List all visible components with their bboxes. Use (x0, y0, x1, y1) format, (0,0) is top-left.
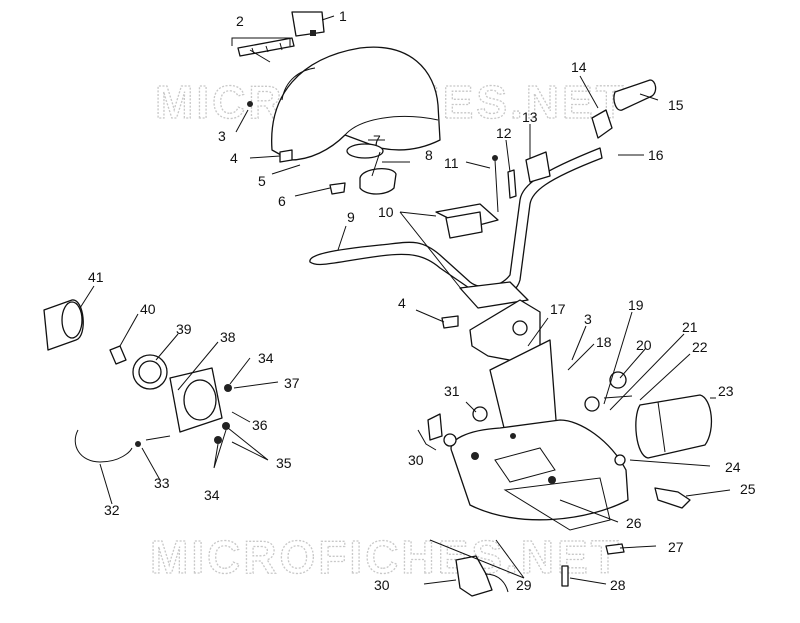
callout-12: 12 (496, 125, 512, 141)
callout-labels: 1 2 3 4 5 6 7 8 9 10 11 12 13 14 15 16 1… (88, 8, 756, 593)
callout-38: 38 (220, 329, 236, 345)
callout-3b: 3 (584, 311, 592, 327)
callout-16: 16 (648, 147, 664, 163)
callout-3a: 3 (218, 128, 226, 144)
callout-20: 20 (636, 337, 652, 353)
callout-25: 25 (740, 481, 756, 497)
callout-1: 1 (339, 8, 347, 24)
lower-housing (427, 299, 629, 531)
leader-lines (79, 15, 731, 585)
callout-24: 24 (725, 459, 741, 475)
callout-17: 17 (550, 301, 566, 317)
callout-26: 26 (626, 515, 642, 531)
callout-18: 18 (596, 334, 612, 350)
watermark-bottom: MICROFICHES.NET (150, 531, 622, 583)
headlight-pod (237, 11, 441, 195)
callout-8: 8 (425, 147, 433, 163)
callout-5: 5 (258, 173, 266, 189)
callout-13: 13 (522, 109, 538, 125)
callout-31: 31 (444, 383, 460, 399)
callout-6: 6 (278, 193, 286, 209)
callout-19: 19 (628, 297, 644, 313)
handlebar (309, 79, 657, 309)
callout-22: 22 (692, 339, 708, 355)
callout-35: 35 (276, 455, 292, 471)
callout-37: 37 (284, 375, 300, 391)
callout-7: 7 (373, 132, 381, 148)
callout-9: 9 (347, 209, 355, 225)
speedometer-assembly (43, 299, 232, 463)
callout-11: 11 (444, 155, 459, 171)
callout-40: 40 (140, 301, 156, 317)
callout-14: 14 (571, 59, 587, 75)
callout-23: 23 (718, 383, 734, 399)
callout-34b: 34 (204, 487, 220, 503)
callout-10: 10 (378, 204, 394, 220)
callout-33: 33 (154, 475, 170, 491)
callout-4b: 4 (398, 295, 406, 311)
callout-27: 27 (668, 539, 684, 555)
callout-4a: 4 (230, 150, 238, 166)
callout-34a: 34 (258, 350, 274, 366)
callout-28: 28 (610, 577, 626, 593)
callout-32: 32 (104, 502, 120, 518)
callout-30a: 30 (374, 577, 390, 593)
callout-36: 36 (252, 417, 268, 433)
callout-41: 41 (88, 269, 104, 285)
callout-29: 29 (516, 577, 532, 593)
callout-39: 39 (176, 321, 192, 337)
callout-2: 2 (236, 13, 244, 29)
callout-21: 21 (682, 319, 698, 335)
callout-15: 15 (668, 97, 684, 113)
callout-30b: 30 (408, 452, 424, 468)
